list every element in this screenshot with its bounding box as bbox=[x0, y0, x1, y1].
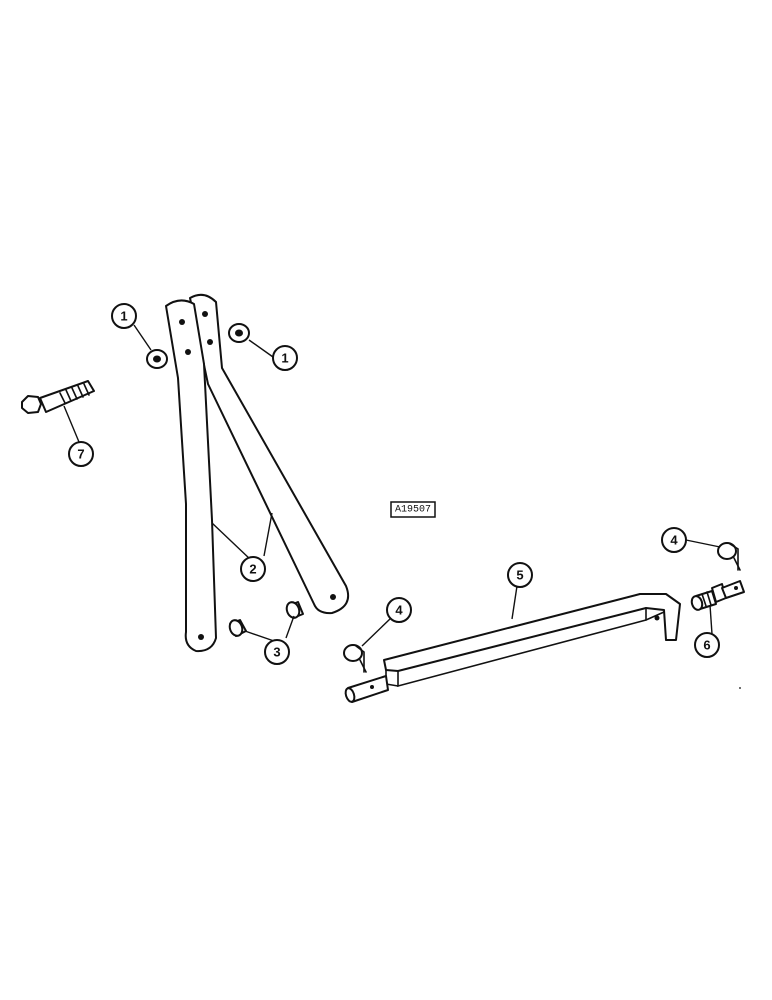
callout-number: 4 bbox=[670, 533, 678, 548]
reference-label-text: A19507 bbox=[395, 505, 431, 516]
callout-number: 3 bbox=[273, 645, 280, 660]
bolt-icon bbox=[21, 380, 95, 414]
hair-pin-clip-icon bbox=[343, 644, 367, 673]
bushing-icon bbox=[228, 619, 247, 637]
callout-number: 5 bbox=[516, 568, 523, 583]
washer-icon bbox=[228, 323, 250, 343]
callout-number: 2 bbox=[249, 562, 256, 577]
callout-number: 1 bbox=[120, 309, 127, 324]
brace-bar-icon bbox=[189, 293, 350, 615]
callout-3: 3 bbox=[264, 639, 290, 665]
hair-pin-clip-icon bbox=[717, 542, 741, 571]
callout-5: 5 bbox=[507, 562, 533, 588]
callout-number: 6 bbox=[703, 638, 710, 653]
callout-1: 1 bbox=[111, 303, 137, 329]
pin-icon bbox=[690, 580, 745, 611]
callout-number: 4 bbox=[395, 603, 403, 618]
callout-1: 1 bbox=[272, 345, 298, 371]
callout-number: 7 bbox=[77, 447, 84, 462]
callout-6: 6 bbox=[694, 632, 720, 658]
drawbar-icon bbox=[344, 593, 681, 703]
brace-bar-icon bbox=[165, 299, 217, 653]
callout-number: 1 bbox=[281, 351, 288, 366]
reference-label: A19507 bbox=[390, 501, 436, 518]
callout-7: 7 bbox=[68, 441, 94, 467]
speck bbox=[739, 687, 741, 689]
bushing-icon bbox=[285, 601, 304, 619]
washer-icon bbox=[146, 349, 168, 369]
callout-4: 4 bbox=[386, 597, 412, 623]
leader-lines bbox=[63, 324, 721, 647]
callout-4: 4 bbox=[661, 527, 687, 553]
callout-2: 2 bbox=[240, 556, 266, 582]
